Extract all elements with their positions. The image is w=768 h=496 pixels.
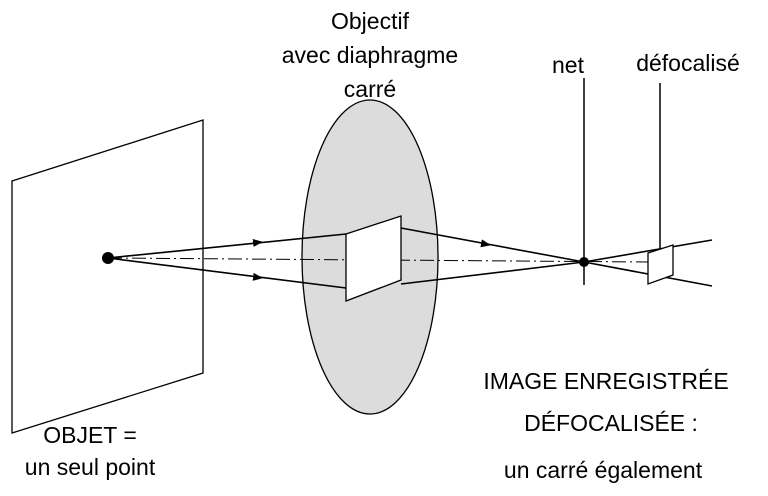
focus-point xyxy=(579,257,589,267)
image-caption-line1: IMAGE ENREGISTRÉE xyxy=(483,368,729,394)
lower-ray-segment-2 xyxy=(400,261,585,285)
upper-ray-segment-1 xyxy=(107,233,347,259)
image-caption-line3: un carré également xyxy=(503,457,703,483)
defocused-label: défocalisé xyxy=(636,50,740,76)
diverging-ray-upper xyxy=(583,239,713,263)
image-caption-line2: DÉFOCALISÉE : xyxy=(524,410,698,436)
upper-ray-segment-2 xyxy=(400,227,585,263)
object-plane xyxy=(11,119,204,434)
object-caption-line2: un seul point xyxy=(24,454,156,480)
lens-label-line3: carré xyxy=(343,76,397,102)
defocused-square-image xyxy=(647,244,674,285)
in-focus-label: net xyxy=(552,52,584,78)
lens-label-line2: avec diaphragme xyxy=(281,42,459,68)
object-caption-line1: OBJET = xyxy=(43,422,137,448)
square-aperture xyxy=(345,215,402,302)
lens-label-line1: Objectif xyxy=(331,8,409,34)
lower-ray-segment-1 xyxy=(107,257,347,289)
object-point xyxy=(102,252,114,264)
